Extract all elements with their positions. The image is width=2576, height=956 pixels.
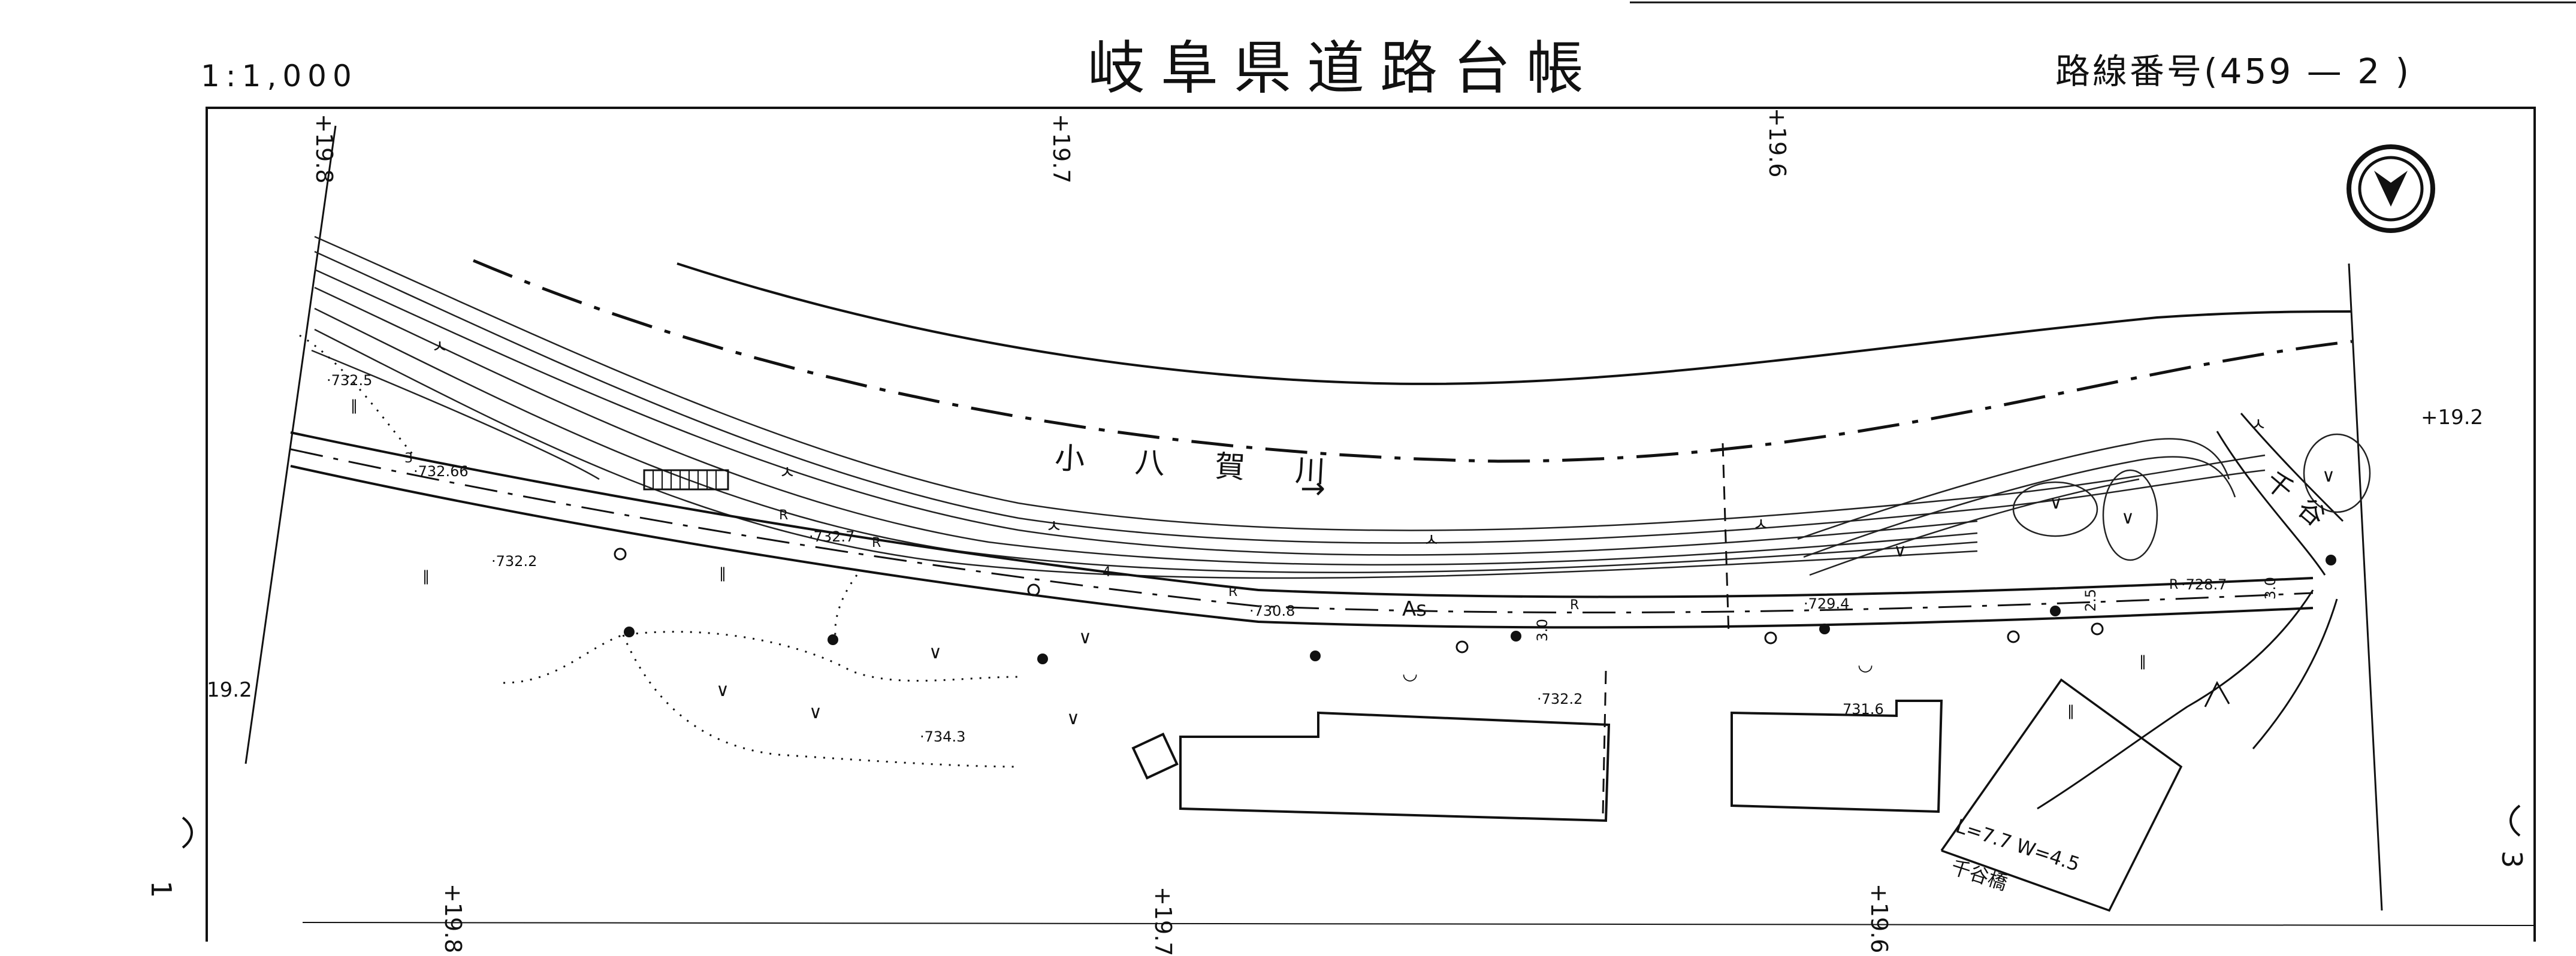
field-symbol: ∨: [809, 702, 822, 723]
road-width: 3.0: [2262, 576, 2279, 600]
right-sheet-number: 3: [2496, 851, 2528, 869]
road-centerline: [290, 448, 2314, 614]
river-flow-arrow: →: [1300, 471, 1325, 506]
elevation-label: ·732.66: [413, 463, 469, 480]
paddy-symbol: ‖: [422, 568, 430, 585]
elevation-label: ·732.5: [327, 372, 373, 389]
road-width: 4: [1103, 565, 1111, 580]
station-top-2: +19.7: [1048, 114, 1074, 184]
grass-symbol: ㅅ: [779, 462, 796, 483]
paddy-symbol: ‖: [719, 565, 726, 582]
guardrail-hatch: [643, 469, 729, 491]
station-top-1: +19.8: [311, 114, 337, 184]
utility-poles: [624, 555, 2336, 664]
parcel-boundaries: [299, 334, 1019, 768]
road-mark: R: [872, 536, 881, 550]
field-symbol: ∨: [2049, 492, 2062, 513]
left-boundary-line: [244, 125, 337, 764]
paddy-symbol: ‖: [2139, 653, 2146, 670]
grass-symbol: ㅅ: [431, 337, 448, 358]
field-symbol: ∨: [929, 642, 942, 663]
elevation-label: ·729.4: [1804, 595, 1850, 612]
bridge-outline: [1940, 678, 2183, 912]
station-bottom-2: +19.7: [1150, 887, 1176, 956]
map-scale: 1:1,000: [201, 59, 358, 93]
road-width: 3: [404, 451, 413, 466]
junction-road: [1940, 413, 2344, 912]
grass-symbol: ㅅ: [1046, 516, 1062, 537]
station-left-edge: 19.2: [207, 678, 252, 702]
elevation-label: ·732.7: [809, 528, 855, 545]
field-symbol: ∨: [1894, 540, 1907, 561]
field-symbol: ∨: [1079, 627, 1092, 648]
station-bottom-3: +19.6: [1866, 884, 1892, 954]
river-bank-upper: [677, 262, 2352, 385]
road-mark: R: [779, 508, 789, 523]
main-road: [290, 431, 2314, 629]
elevation-label: ·732.2: [491, 553, 537, 570]
field-symbol: ∨: [716, 680, 729, 701]
elevation-label: 731.6: [1843, 701, 1884, 718]
elevation-label: ·732.2: [1537, 691, 1583, 707]
right-boundary-line: [2348, 263, 2383, 911]
left-sheet-number: 1: [145, 881, 177, 898]
route-number: 路線番号(459 — 2 ): [2055, 51, 2412, 92]
road-width: 3.0: [1534, 618, 1551, 642]
station-bottom-1: +19.8: [440, 884, 466, 954]
buildings: [1131, 700, 1943, 822]
road-mark: R: [1570, 598, 1580, 613]
road-mark: R: [1228, 585, 1238, 600]
field-symbol: ∨: [2121, 507, 2134, 528]
north-arrow-icon: [2347, 144, 2435, 233]
paddy-symbol: ‖: [2067, 703, 2074, 719]
bottom-sheet-edge: [302, 922, 2535, 926]
embankment-contours: [311, 235, 2266, 579]
field-symbol: ∨: [1067, 708, 1080, 729]
field-symbol: ∨: [2322, 465, 2335, 486]
elevation-label: ·734.3: [920, 728, 966, 745]
page-title: 岐阜県道路台帳: [1088, 35, 1599, 102]
river-centerline: [473, 259, 2352, 463]
grass-symbol: ㅅ: [2250, 415, 2267, 435]
elevation-label: ·728.7: [2181, 576, 2227, 593]
orchard-symbol: ◡: [1402, 663, 1418, 684]
sheet-frame: [206, 107, 2536, 942]
grass-symbol: ㅅ: [1423, 530, 1440, 551]
road-surface: As: [1402, 597, 1427, 621]
station-right-edge: +19.2: [2421, 406, 2484, 429]
paddy-symbol: ‖: [351, 397, 358, 414]
tributary-contours: [1797, 433, 2371, 576]
station-top-3: +19.6: [1764, 108, 1790, 178]
orchard-symbol: ◡: [1858, 654, 1874, 675]
road-width: 2.5: [2082, 588, 2100, 612]
elevation-label: ·730.8: [1249, 603, 1295, 619]
road-mark: R: [2169, 577, 2179, 592]
grass-symbol: ㅅ: [1753, 515, 1769, 536]
